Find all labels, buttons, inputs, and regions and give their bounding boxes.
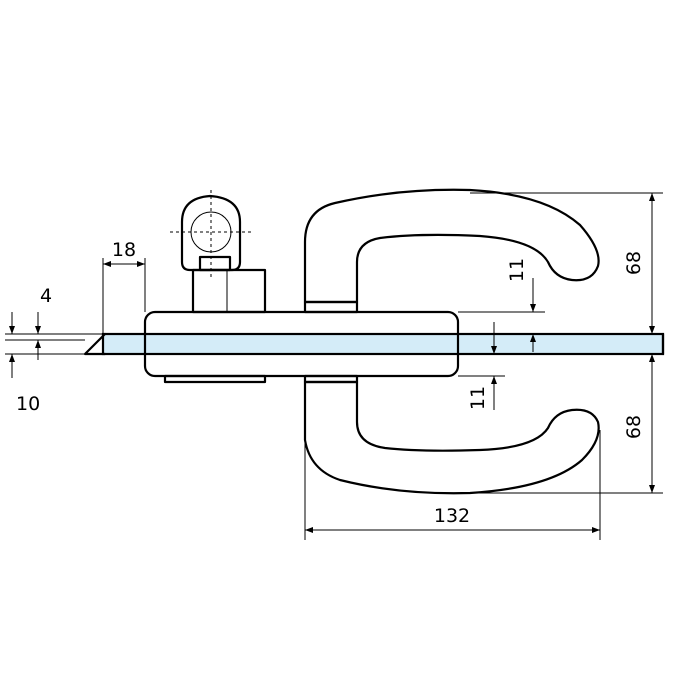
dim-11l-arrow-b — [491, 376, 497, 384]
lock-cylinder-neck — [198, 255, 232, 272]
dim-4-arrow — [35, 326, 41, 334]
dim-10-arrow-b — [9, 354, 15, 362]
dim-68l-arrow-top — [649, 354, 655, 362]
dim-132-label: 132 — [434, 505, 470, 527]
lock-stem — [191, 268, 267, 314]
dim-11l-label: 11 — [467, 386, 489, 410]
dim-10-label: 10 — [16, 393, 40, 415]
dim-18-arrow-left — [103, 261, 111, 267]
dim-11u-arrow-a — [530, 304, 536, 312]
dim-11u-label: 11 — [506, 258, 528, 282]
dim-68u-arrow-bottom — [649, 326, 655, 334]
clamp-plate — [143, 310, 460, 378]
dim-132-arrow-left — [305, 527, 313, 533]
dim-11u-arrow-b — [530, 334, 536, 342]
dim-4-arrow-b — [35, 340, 41, 348]
glass-pane — [101, 332, 665, 356]
dim-18-arrow-right — [137, 261, 145, 267]
dim-11l-arrow-a — [491, 346, 497, 354]
handle-hinge-top — [303, 300, 359, 314]
dim-68l-label: 68 — [623, 415, 645, 439]
lower-handle — [303, 380, 600, 495]
dim-68u-label: 68 — [623, 251, 645, 275]
dim-68l-arrow-bottom — [649, 485, 655, 493]
dim-132-arrow-right — [592, 527, 600, 533]
dim-10-arrow-a — [9, 326, 15, 334]
dim-18-label: 18 — [112, 239, 136, 261]
upper-handle — [303, 188, 600, 304]
clamp-base — [163, 374, 267, 384]
lock-cylinder-head — [180, 194, 242, 272]
dim-68u-arrow-top — [649, 193, 655, 201]
dim-4-label: 4 — [40, 285, 52, 307]
